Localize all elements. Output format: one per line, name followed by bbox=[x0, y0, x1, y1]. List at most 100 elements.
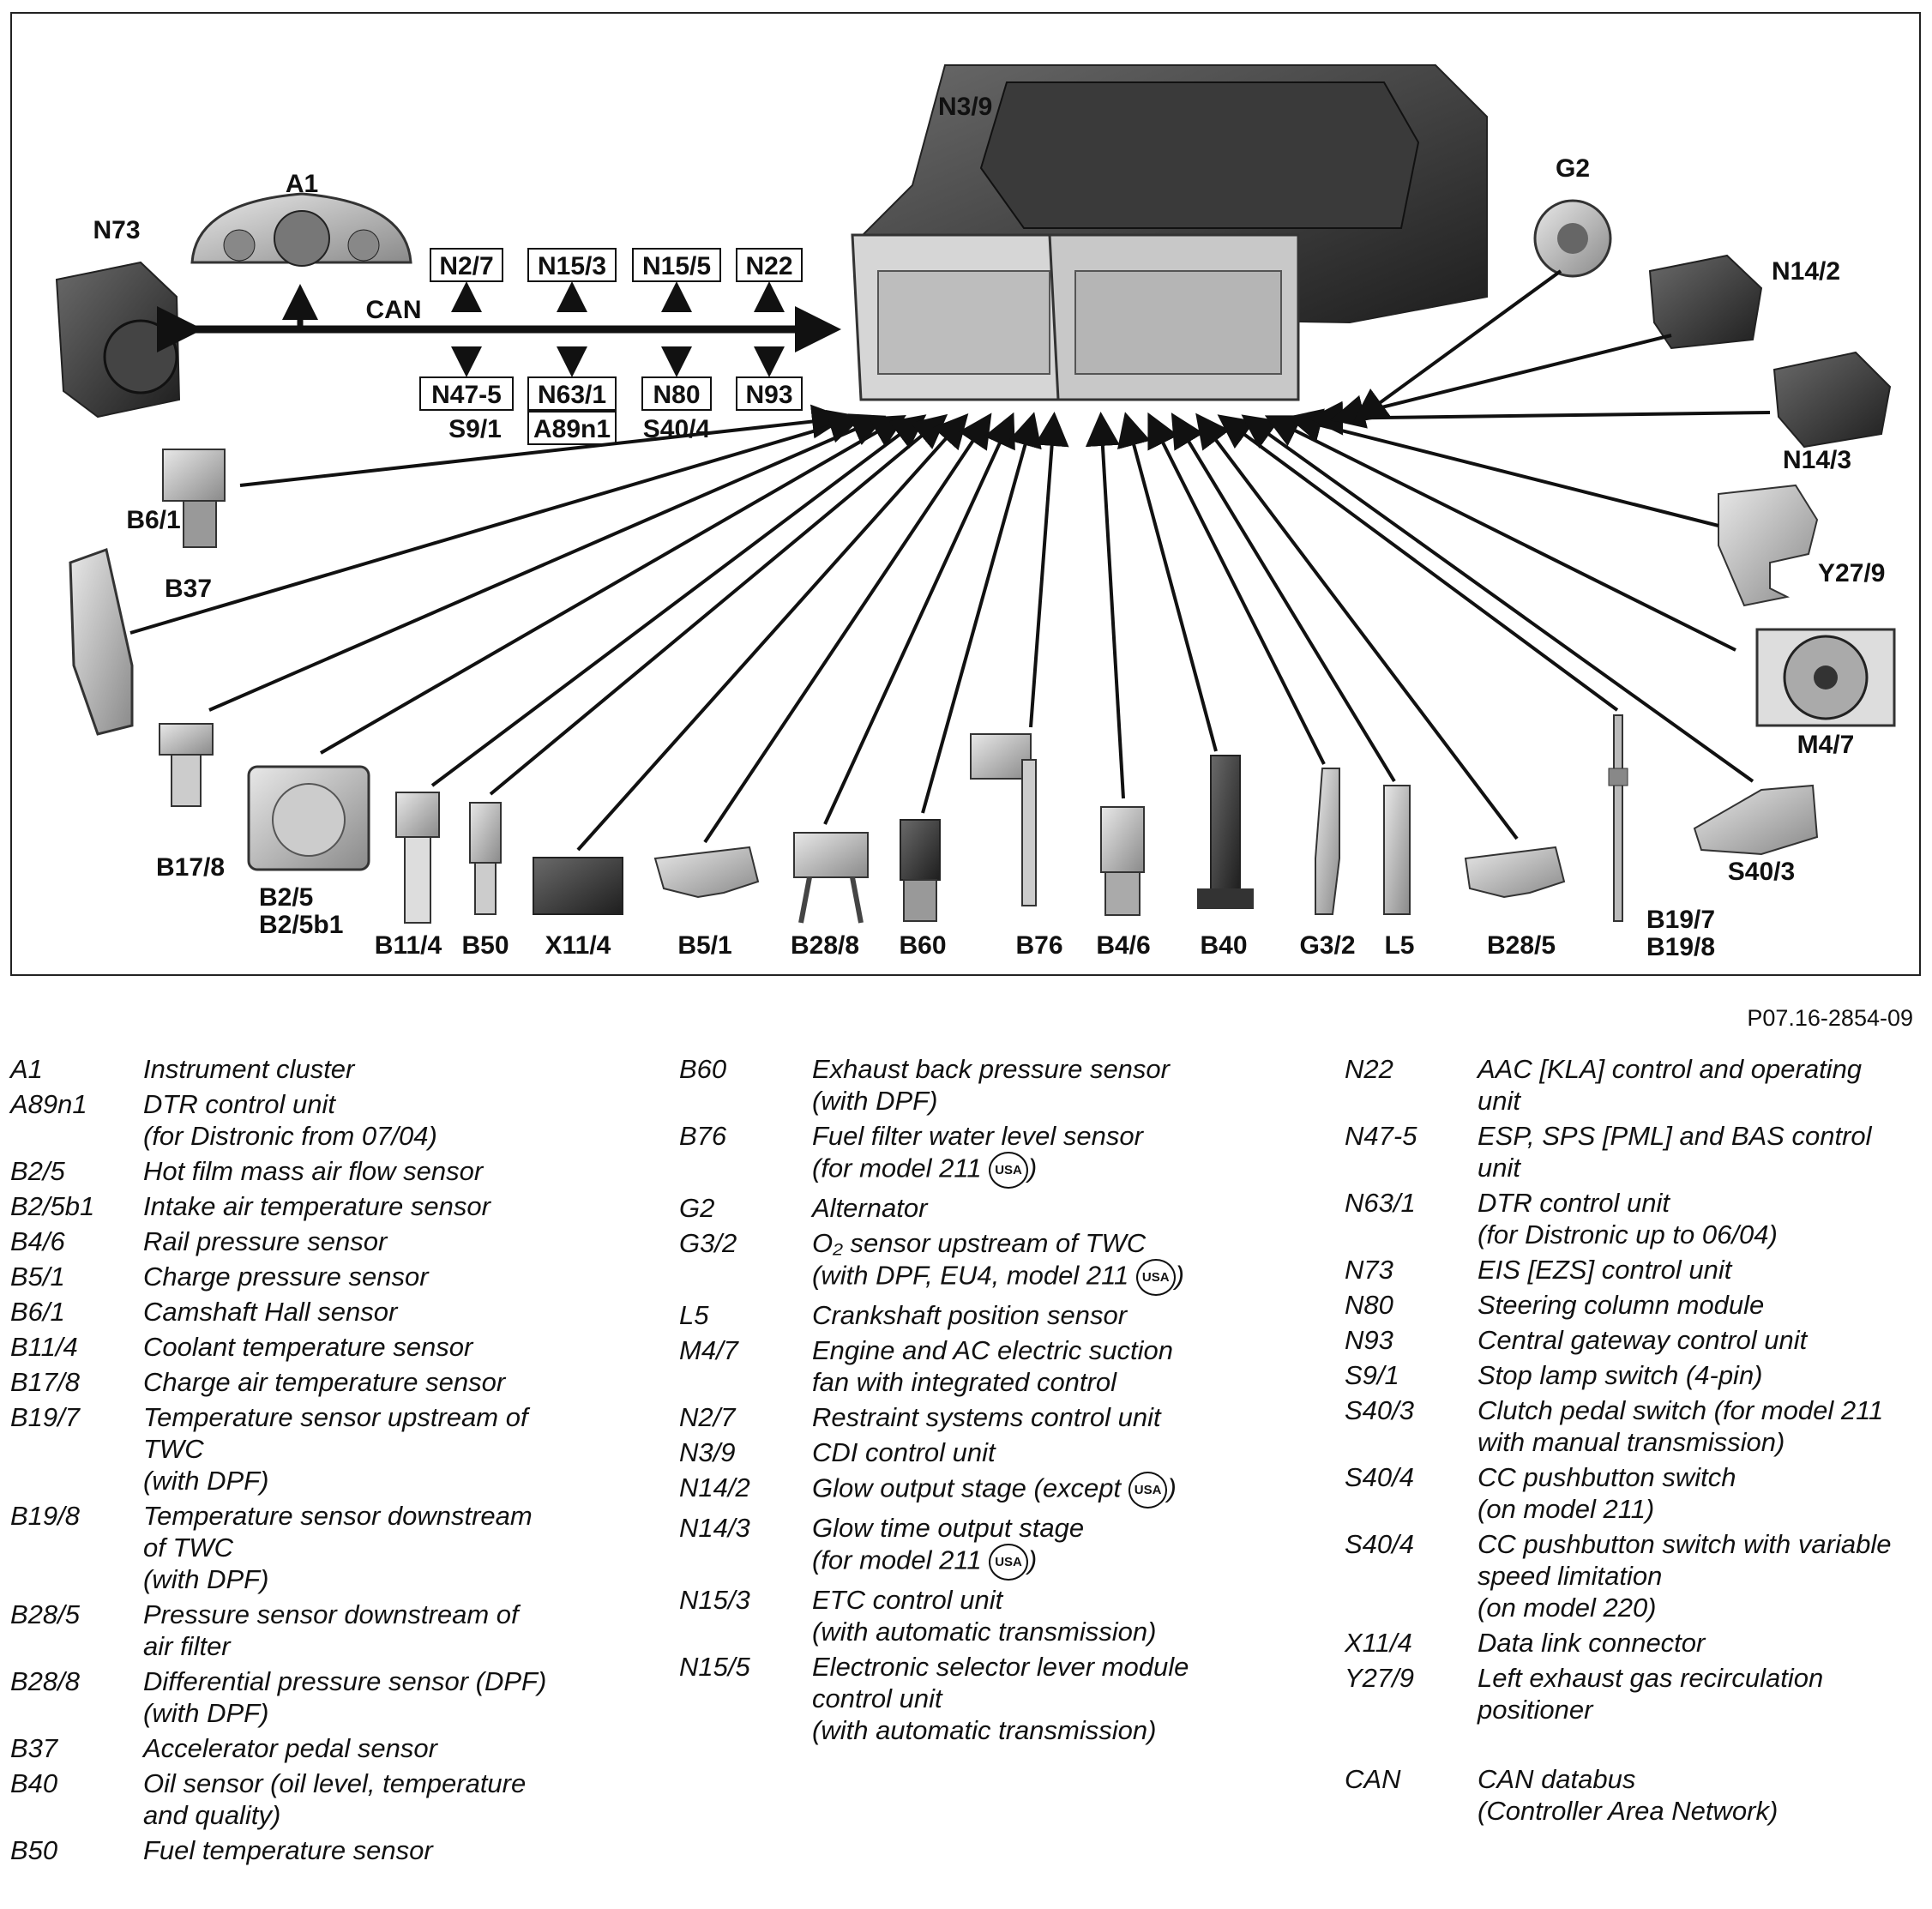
legend-code: N14/2 bbox=[679, 1472, 750, 1503]
differential-pressure-sensor-image bbox=[793, 832, 869, 924]
legend-description-text: DTR control unit (for Distronic from 07/… bbox=[143, 1089, 437, 1151]
label-b40: B40 bbox=[1200, 931, 1247, 960]
charge-pressure-sensor-image bbox=[653, 846, 760, 899]
legend-description: Crankshaft position sensor bbox=[812, 1299, 1245, 1331]
fuel-temp-sensor-image bbox=[469, 802, 502, 915]
label-b19-7: B19/7 bbox=[1646, 906, 1715, 934]
legend-code: N15/5 bbox=[679, 1652, 750, 1682]
legend-description-text: ETC control unit (with automatic transmi… bbox=[812, 1585, 1157, 1647]
legend-item: B17/8 Charge air temperature sensor bbox=[10, 1366, 602, 1398]
legend-code: A89n1 bbox=[10, 1089, 87, 1119]
legend-description: Temperature sensor downstream of TWC (wi… bbox=[143, 1500, 602, 1595]
legend-description-text: Charge air temperature sensor bbox=[143, 1367, 506, 1397]
legend-description-text: Instrument cluster bbox=[143, 1054, 355, 1084]
eis-control-unit-image bbox=[55, 261, 181, 419]
label-can: CAN bbox=[366, 296, 422, 324]
system-diagram: N2/7 N15/3 N15/5 N22 N47-5 N63/1 N80 N93… bbox=[55, 64, 1896, 961]
legend-description-text: Coolant temperature sensor bbox=[143, 1332, 473, 1362]
legend-code: N22 bbox=[1345, 1054, 1393, 1084]
label-s40-3: S40/3 bbox=[1728, 858, 1795, 886]
label-l5: L5 bbox=[1384, 931, 1414, 960]
legend-description-text: Clutch pedal switch (for model 211 with … bbox=[1478, 1395, 1884, 1457]
legend-description-text: Fuel temperature sensor bbox=[143, 1835, 433, 1865]
suction-fan-image bbox=[1755, 628, 1896, 727]
legend-description: Alternator bbox=[812, 1192, 1245, 1224]
legend-code: L5 bbox=[679, 1300, 709, 1330]
legend-description-suffix: ) bbox=[1027, 1545, 1038, 1575]
label-n3-9: N3/9 bbox=[938, 93, 992, 121]
legend-code: N14/3 bbox=[679, 1513, 750, 1543]
can-box-label: N15/5 bbox=[642, 252, 711, 280]
rail-pressure-sensor-image bbox=[1100, 806, 1145, 916]
usa-badge-icon: USA bbox=[989, 1152, 1028, 1189]
legend-gap bbox=[1345, 1729, 1921, 1763]
legend-description: Left exhaust gas recirculation positione… bbox=[1478, 1662, 1921, 1725]
legend-description-text: EIS [EZS] control unit bbox=[1478, 1255, 1732, 1285]
legend-description: Exhaust back pressure sensor (with DPF) bbox=[812, 1053, 1245, 1117]
legend-item: A89n1 DTR control unit (for Distronic fro… bbox=[10, 1088, 602, 1152]
label-b2-5: B2/5 bbox=[259, 883, 313, 912]
legend-description-text: Rail pressure sensor bbox=[143, 1226, 388, 1256]
legend-code: S40/4 bbox=[1345, 1462, 1415, 1492]
legend-code: N15/3 bbox=[679, 1585, 750, 1615]
accelerator-pedal-image bbox=[69, 548, 134, 736]
can-box-label: N80 bbox=[653, 381, 700, 409]
legend-description-text: CC pushbutton switch with variable speed… bbox=[1478, 1529, 1892, 1623]
legend-description: Clutch pedal switch (for model 211 with … bbox=[1478, 1394, 1921, 1458]
egr-positioner-image bbox=[1718, 484, 1819, 607]
label-b19-8: B19/8 bbox=[1646, 933, 1715, 961]
legend-code: N47-5 bbox=[1345, 1121, 1417, 1151]
legend-description: Charge air temperature sensor bbox=[143, 1366, 602, 1398]
legend-description: O₂ sensor upstream of TWC (with DPF, EU4… bbox=[812, 1227, 1245, 1296]
legend-description-text: Restraint systems control unit bbox=[812, 1402, 1161, 1432]
legend-description: Central gateway control unit bbox=[1478, 1324, 1921, 1356]
legend-code: B2/5 bbox=[10, 1156, 65, 1186]
usa-badge-icon: USA bbox=[1128, 1472, 1168, 1509]
can-box-n22: N22 bbox=[736, 248, 803, 282]
legend-code: S9/1 bbox=[1345, 1360, 1399, 1390]
can-box-n63-1: N63/1 bbox=[527, 376, 617, 411]
can-box-label: N93 bbox=[745, 381, 792, 409]
legend-description-text: Electronic selector lever module control… bbox=[812, 1652, 1189, 1745]
glow-output-stage-image bbox=[1648, 254, 1763, 350]
legend-item: N15/5 Electronic selector lever module co… bbox=[679, 1651, 1245, 1746]
label-g3-2: G3/2 bbox=[1299, 931, 1355, 960]
usa-badge-icon: USA bbox=[989, 1544, 1028, 1581]
crankshaft-sensor-image bbox=[1383, 785, 1411, 915]
legend-code: B17/8 bbox=[10, 1367, 81, 1397]
ecu-image bbox=[851, 64, 1488, 401]
legend-description: ETC control unit (with automatic transmi… bbox=[812, 1584, 1245, 1647]
legend-description-text: Central gateway control unit bbox=[1478, 1325, 1808, 1355]
legend-description: Coolant temperature sensor bbox=[143, 1331, 602, 1363]
o2-sensor-image bbox=[1315, 768, 1340, 915]
legend-description: Accelerator pedal sensor bbox=[143, 1732, 602, 1764]
camshaft-sensor-image bbox=[162, 449, 226, 548]
legend-description-text: Hot film mass air flow sensor bbox=[143, 1156, 484, 1186]
legend-description-text: Fuel filter water level sensor (for mode… bbox=[812, 1121, 1143, 1183]
label-n14-3: N14/3 bbox=[1783, 446, 1851, 474]
legend-description-text: CAN databus (Controller Area Network) bbox=[1478, 1764, 1779, 1826]
legend-description-text: DTR control unit (for Distronic up to 06… bbox=[1478, 1188, 1778, 1250]
legend-description: Pressure sensor downstream of air filter bbox=[143, 1599, 602, 1662]
legend-code: N63/1 bbox=[1345, 1188, 1416, 1218]
can-box-n80: N80 bbox=[641, 376, 712, 411]
label-m4-7: M4/7 bbox=[1797, 731, 1855, 759]
legend-code: N93 bbox=[1345, 1325, 1393, 1355]
instrument-cluster-image bbox=[190, 192, 412, 267]
legend-item: N63/1 DTR control unit (for Distronic up … bbox=[1345, 1187, 1921, 1250]
legend-code: B37 bbox=[10, 1733, 58, 1763]
legend-item: N15/3 ETC control unit (with automatic tr… bbox=[679, 1584, 1245, 1647]
label-s9-1: S9/1 bbox=[448, 415, 502, 443]
legend-code: G2 bbox=[679, 1193, 715, 1223]
